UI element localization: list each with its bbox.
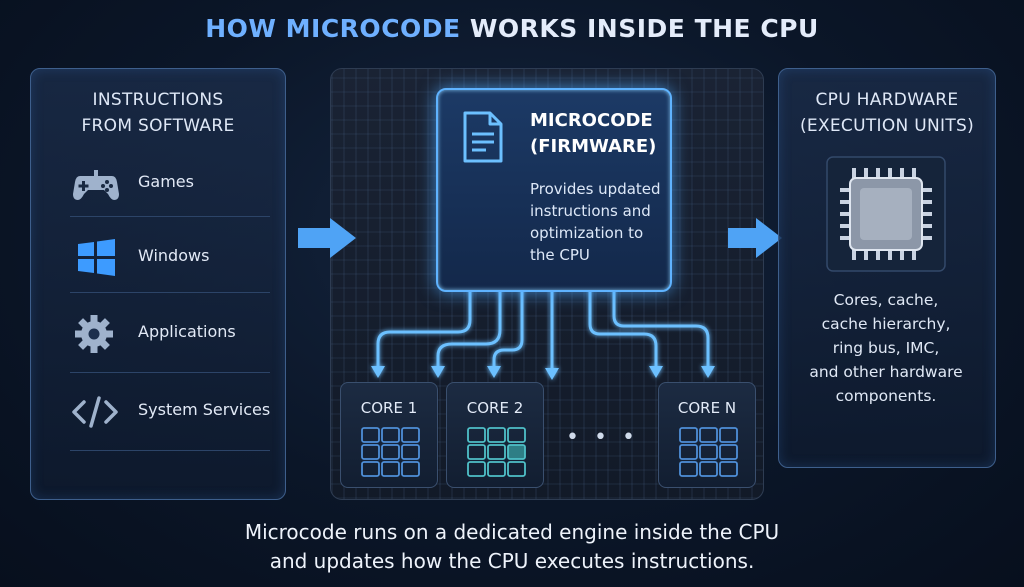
software-item-label: System Services bbox=[138, 400, 271, 419]
divider bbox=[70, 372, 270, 373]
microcode-title-line2: (FIRMWARE) bbox=[530, 136, 657, 157]
caption: Microcode runs on a dedicated engine ins… bbox=[0, 518, 1024, 576]
hardware-description-line: cache hierarchy, bbox=[821, 315, 951, 333]
cpu-chip-icon bbox=[826, 156, 946, 272]
core-ellipsis: • • • bbox=[566, 425, 639, 450]
windows-logo-icon bbox=[78, 239, 115, 276]
gear-icon bbox=[75, 315, 113, 353]
software-item-label: Windows bbox=[138, 246, 210, 265]
hardware-description-line: ring bus, IMC, bbox=[832, 339, 940, 357]
caption-line1: Microcode runs on a dedicated engine ins… bbox=[244, 520, 780, 544]
bus-arrowheads bbox=[371, 366, 715, 380]
divider bbox=[70, 450, 270, 451]
code-brackets-icon bbox=[72, 396, 118, 428]
gamepad-icon bbox=[73, 170, 119, 200]
page-title: HOW MICROCODE WORKS INSIDE THE CPU bbox=[0, 14, 1024, 43]
title-rest: WORKS INSIDE THE CPU bbox=[469, 14, 819, 43]
microcode-title-line1: MICROCODE bbox=[530, 110, 653, 131]
caption-line2: and updates how the CPU executes instruc… bbox=[269, 549, 755, 573]
hardware-panel-heading: CPU HARDWARE (EXECUTION UNITS) bbox=[779, 87, 995, 139]
software-heading-line1: INSTRUCTIONS bbox=[92, 90, 224, 110]
software-item-windows: Windows bbox=[70, 236, 280, 280]
software-heading-line2: FROM SOFTWARE bbox=[81, 116, 235, 136]
core-grid-icon bbox=[467, 427, 526, 477]
software-item-system-services: System Services bbox=[70, 390, 280, 434]
microcode-description: Provides updated instructions and optimi… bbox=[530, 180, 661, 264]
core-box-1: CORE 1 bbox=[340, 382, 438, 488]
input-arrow bbox=[298, 218, 356, 258]
divider bbox=[70, 216, 270, 217]
core-grid-icon bbox=[679, 427, 738, 477]
software-panel-heading: INSTRUCTIONS FROM SOFTWARE bbox=[31, 87, 285, 139]
core-box-2: CORE 2 bbox=[446, 382, 544, 488]
core-label: CORE N bbox=[677, 399, 737, 417]
core-label: CORE 1 bbox=[360, 399, 418, 417]
title-accent: HOW MICROCODE bbox=[205, 14, 461, 43]
hardware-heading-line1: CPU HARDWARE bbox=[815, 90, 959, 110]
microcode-bus-lines bbox=[376, 288, 710, 370]
software-item-applications: Applications bbox=[70, 312, 280, 356]
hardware-description-line: and other hardware bbox=[809, 363, 963, 381]
hardware-heading-line2: (EXECUTION UNITS) bbox=[799, 116, 975, 136]
software-panel: INSTRUCTIONS FROM SOFTWARE bbox=[30, 68, 286, 500]
divider bbox=[70, 292, 270, 293]
output-arrow bbox=[728, 218, 782, 258]
core-box-n: CORE N bbox=[658, 382, 756, 488]
software-item-label: Applications bbox=[138, 322, 236, 341]
hardware-description-line: Cores, cache, bbox=[833, 291, 939, 309]
document-icon bbox=[463, 111, 503, 163]
microcode-title: MICROCODE (FIRMWARE) bbox=[530, 108, 656, 160]
hardware-description: Cores, cache, cache hierarchy, ring bus,… bbox=[778, 288, 994, 408]
core-label: CORE 2 bbox=[466, 399, 524, 417]
software-item-label: Games bbox=[138, 172, 194, 191]
microcode-box: MICROCODE (FIRMWARE) Provides updated in… bbox=[436, 88, 672, 292]
software-item-games: Games bbox=[70, 162, 280, 206]
hardware-description-line: components. bbox=[835, 387, 937, 405]
core-grid-icon bbox=[361, 427, 420, 477]
